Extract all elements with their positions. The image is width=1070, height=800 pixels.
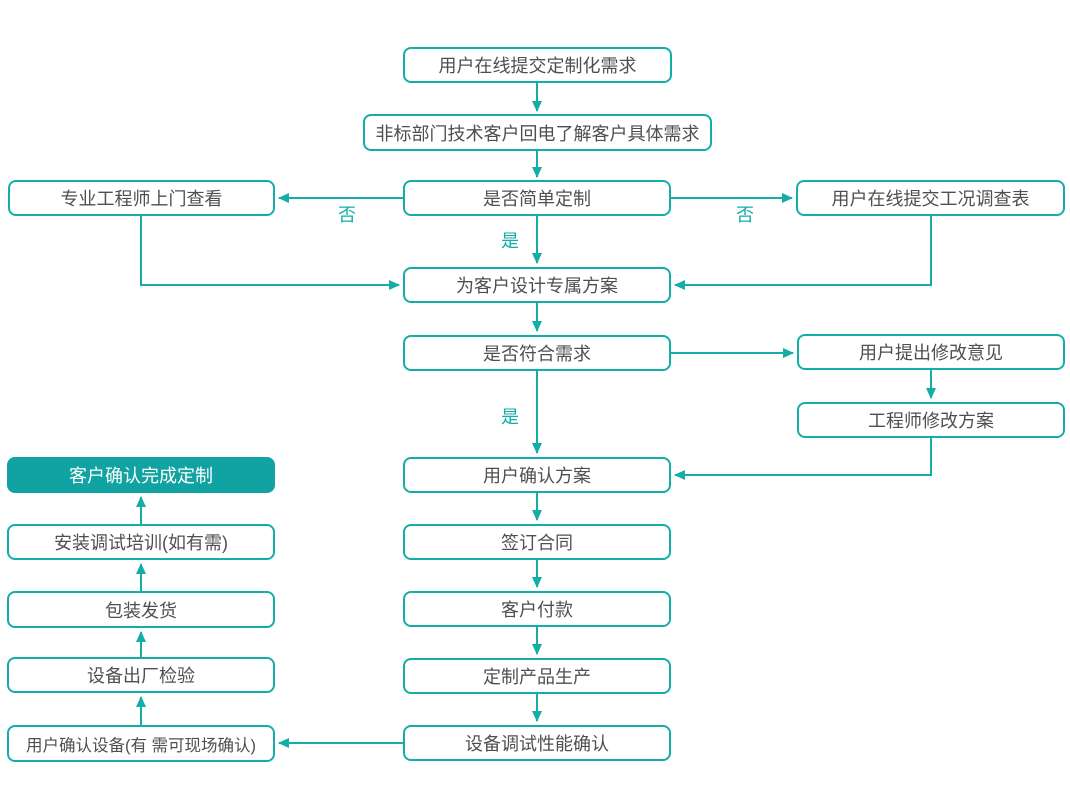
- node-survey-form: 用户在线提交工况调查表: [796, 180, 1065, 216]
- node-training: 安装调试培训(如有需): [7, 524, 275, 560]
- edge-label-no-right: 否: [736, 205, 754, 225]
- node-shipping: 包装发货: [7, 591, 275, 628]
- node-factory-inspection: 设备出厂检验: [7, 657, 275, 693]
- node-production: 定制产品生产: [403, 658, 671, 694]
- edge-label-yes-lower: 是: [501, 407, 519, 427]
- node-payment: 客户付款: [403, 591, 671, 627]
- node-tech-callback: 非标部门技术客户回电了解客户具体需求: [363, 114, 712, 151]
- node-feedback: 用户提出修改意见: [797, 334, 1065, 370]
- node-design-plan: 为客户设计专属方案: [403, 267, 671, 303]
- edge-label-no-left: 否: [338, 205, 356, 225]
- node-revise-plan: 工程师修改方案: [797, 402, 1065, 438]
- node-submit-requirement: 用户在线提交定制化需求: [403, 47, 672, 83]
- node-complete: 客户确认完成定制: [7, 457, 275, 493]
- node-simple-custom-decision: 是否简单定制: [403, 180, 671, 216]
- node-confirm-plan: 用户确认方案: [403, 457, 671, 493]
- node-sign-contract: 签订合同: [403, 524, 671, 560]
- node-device-confirm: 用户确认设备(有 需可现场确认): [7, 725, 275, 762]
- edge-label-yes-upper: 是: [501, 231, 519, 251]
- node-meets-need-decision: 是否符合需求: [403, 335, 671, 371]
- node-engineer-visit: 专业工程师上门查看: [8, 180, 275, 216]
- node-debug-confirm: 设备调试性能确认: [403, 725, 671, 761]
